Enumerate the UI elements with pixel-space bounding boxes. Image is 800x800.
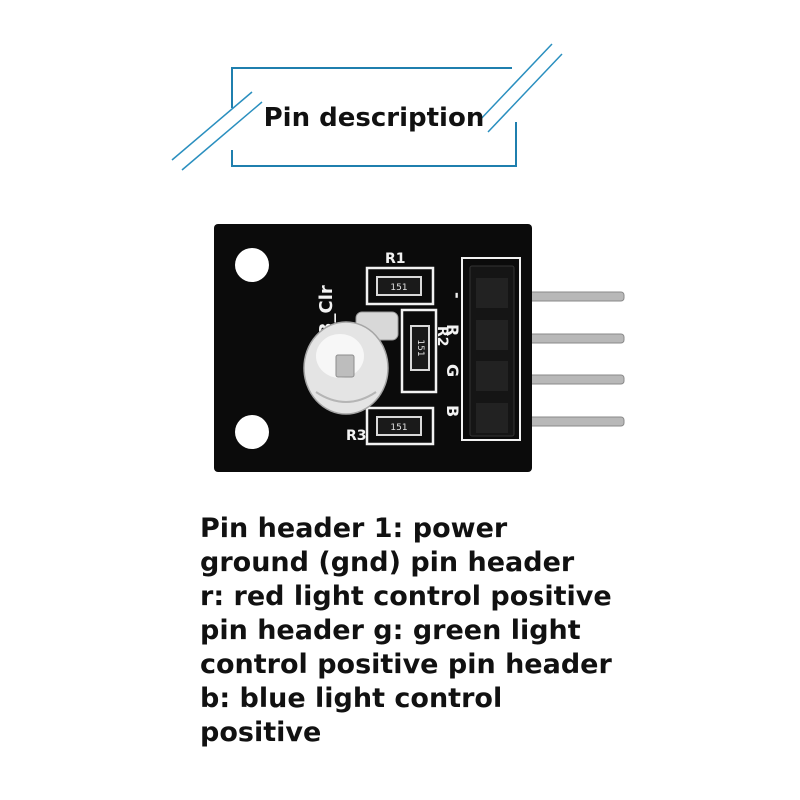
diagonal-line (181, 101, 263, 171)
resistor-outline (365, 406, 435, 446)
pin-label: B (443, 405, 462, 417)
mounting-hole (235, 248, 269, 282)
header-pin (499, 416, 625, 427)
header-pins (499, 291, 625, 427)
title-text: Pin description (263, 103, 485, 133)
description-line: Pin header 1: power (200, 513, 508, 544)
resistor-label: R2 (434, 326, 450, 347)
resistor-label: R1 (385, 251, 406, 267)
header-block (469, 265, 515, 437)
smd-resistor: 151 (376, 276, 422, 296)
pin-description-text: Pin header 1: power ground (gnd) pin hea… (200, 512, 630, 750)
diagonal-line (487, 53, 563, 133)
description-line: r: red light control positive (200, 581, 612, 612)
frame-corner-bottom-right (231, 122, 517, 167)
header-pin (499, 333, 625, 344)
description-line: pin header g: green light (200, 615, 581, 646)
pin-label: G (443, 364, 462, 377)
description-line: ground (gnd) pin header (200, 547, 575, 578)
description-line: b: blue light control (200, 683, 503, 714)
description-line: positive (200, 717, 322, 748)
rgb-led (303, 311, 399, 415)
pin-label: - (448, 292, 467, 299)
header-pin (499, 291, 625, 302)
resistor-outline (365, 266, 435, 306)
smd-resistor: 151 (410, 325, 430, 371)
pcb-board (214, 224, 532, 472)
header-pin (499, 374, 625, 385)
diagonal-line (171, 91, 253, 161)
svg-text:151: 151 (415, 339, 425, 356)
pin-label: R (443, 324, 462, 336)
diagonal-line (477, 43, 553, 123)
svg-text:151: 151 (390, 283, 407, 293)
resistor-label: R3 (346, 428, 367, 444)
title-frame (171, 43, 563, 171)
svg-text:151: 151 (390, 423, 407, 433)
module-name-label: 3_Clr (316, 285, 337, 335)
description-line: control positive pin header (200, 649, 612, 680)
frame-corner-top-left (231, 67, 512, 108)
mounting-hole (235, 415, 269, 449)
resistor-outline (400, 308, 438, 394)
smd-resistor: 151 (376, 416, 422, 436)
